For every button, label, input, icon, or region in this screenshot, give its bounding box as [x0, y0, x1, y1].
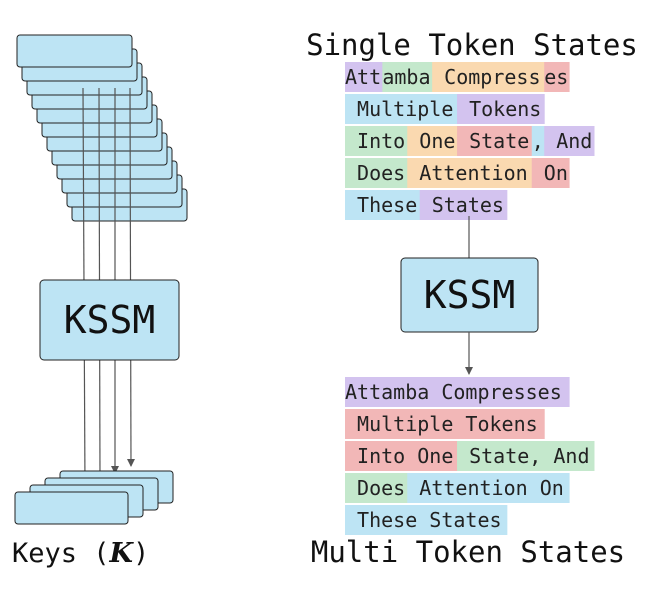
left-kssm-box: [39, 279, 180, 361]
token-highlight: [457, 441, 595, 471]
token-highlight: [345, 158, 408, 188]
token-text: Compress: [432, 65, 540, 89]
keys-label: Keys (K): [12, 538, 149, 569]
token-text: Attention: [407, 161, 527, 185]
token-highlight: [544, 62, 570, 92]
token-box: [16, 34, 133, 68]
token-text: Does: [345, 161, 405, 185]
token-text: Att: [345, 65, 381, 89]
token-highlight: [432, 62, 545, 92]
token-text: amba: [382, 65, 430, 89]
token-text: States: [420, 193, 504, 217]
token-text: es: [544, 65, 568, 89]
multi-token-states-title: Multi Token States: [311, 535, 625, 569]
right-kssm-label: KSSM: [424, 273, 516, 317]
token-highlight: [345, 473, 408, 503]
token-text: State, And: [457, 444, 589, 468]
token-highlight: [345, 505, 508, 535]
token-highlight: [345, 409, 545, 439]
token-text: State: [457, 129, 529, 153]
token-highlight: [457, 126, 533, 156]
token-highlight: [407, 158, 533, 188]
token-text: On: [532, 161, 568, 185]
keys-box-stack: [14, 470, 174, 525]
token-highlight: [345, 441, 458, 471]
token-text: Does: [345, 476, 405, 500]
token-text: Attention On: [407, 476, 564, 500]
single-token-states-title: Single Token States: [306, 28, 638, 62]
key-arrow: [126, 87, 135, 467]
key-box: [14, 491, 129, 525]
token-highlight: [531, 126, 545, 156]
token-text: And: [544, 129, 592, 153]
token-highlight: [345, 94, 458, 124]
token-text: Into One: [345, 444, 453, 468]
token-highlight: [345, 377, 570, 407]
token-highlight: [457, 94, 545, 124]
token-text: Attamba Compresses: [345, 380, 562, 404]
token-text: Tokens: [457, 97, 541, 121]
token-text: Multiple Tokens: [345, 412, 538, 436]
token-highlight: [382, 62, 433, 92]
token-text: Into: [345, 129, 405, 153]
token-text: These States: [345, 508, 502, 532]
token-text: One: [407, 129, 455, 153]
multi-token-text-block: Attamba Compresses Multiple Tokens Into …: [345, 377, 595, 535]
token-highlight: [544, 126, 595, 156]
token-highlight: [419, 190, 508, 220]
token-highlight: [345, 126, 408, 156]
token-highlight: [345, 62, 383, 92]
token-box-stack: [16, 34, 188, 222]
token-text: ,: [532, 129, 544, 153]
left-kssm-label: KSSM: [64, 298, 156, 342]
token-text: Multiple: [345, 97, 453, 121]
token-highlight: [345, 190, 421, 220]
token-text: These: [345, 193, 417, 217]
token-highlight: [407, 126, 458, 156]
token-highlight: [531, 158, 570, 188]
token-highlight: [407, 473, 570, 503]
